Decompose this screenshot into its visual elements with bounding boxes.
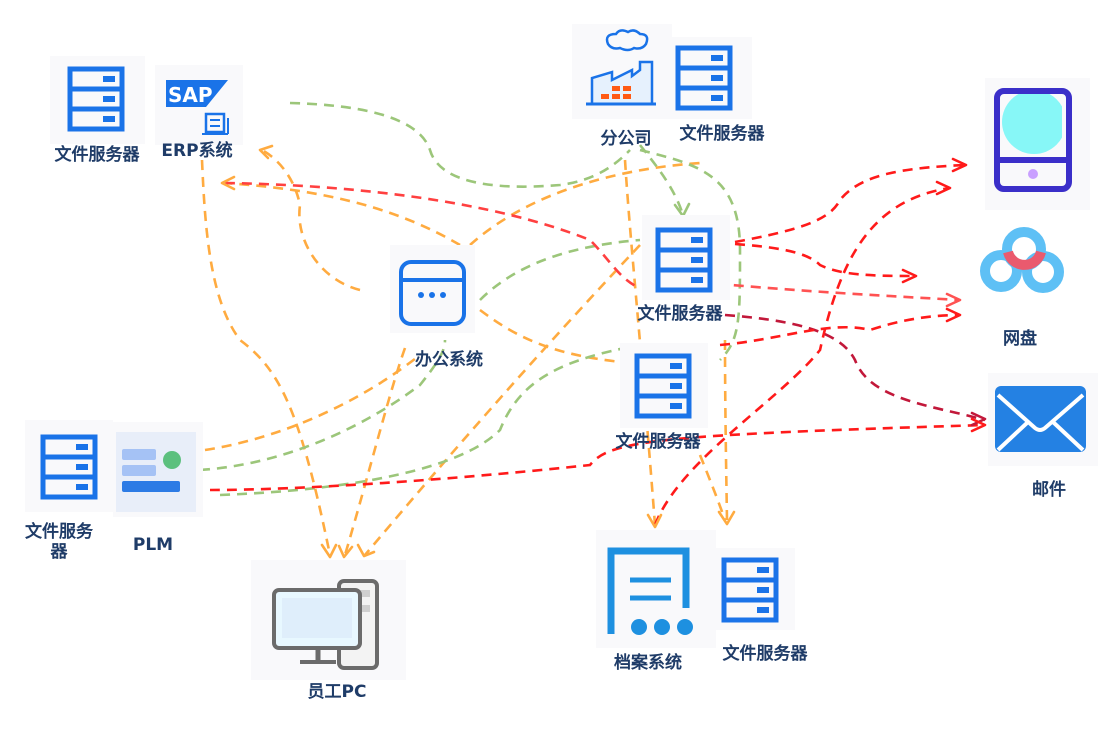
node-pc[interactable] [251, 560, 406, 680]
edge-erp-to-fs1-green [289, 101, 631, 188]
edge-fs1-to-erp-red [224, 181, 641, 290]
archive-icon [607, 547, 693, 635]
tablet-icon [994, 88, 1072, 192]
label-pc: 员工PC [307, 682, 367, 702]
arrowhead-netdisk-1 [901, 268, 918, 284]
edge-office-to-pc [343, 347, 407, 556]
label-file-server-branch: 文件服务器 [679, 124, 765, 144]
node-branch[interactable] [572, 24, 672, 119]
node-plm[interactable] [113, 422, 203, 517]
arrowhead-erp-1 [258, 144, 274, 160]
node-file-server-left[interactable] [25, 420, 113, 512]
arrowhead-erp-2 [220, 175, 236, 191]
node-file-server-archive[interactable] [715, 548, 795, 630]
label-mail: 邮件 [1032, 480, 1066, 500]
desktop-pc-icon [272, 579, 379, 670]
browser-window-icon [399, 260, 466, 326]
arrowhead-mail-1 [970, 411, 987, 427]
sap-logo-text: SAP [168, 83, 213, 107]
label-archive: 档案系统 [614, 653, 682, 673]
arrowheads [220, 144, 987, 559]
label-office: 办公系统 [415, 350, 483, 370]
label-file-server-center1: 文件服务器 [637, 304, 723, 324]
edge-fs2-to-netdisk [719, 313, 961, 347]
edge-plm-to-fs2-green [219, 343, 641, 497]
edge-plm-to-office [204, 353, 421, 452]
edge-fs1-to-erp-orange [224, 181, 461, 247]
arrowhead-pc-1 [320, 543, 338, 559]
edge-branch-to-fs2-green [639, 148, 742, 361]
plm-icon [116, 432, 196, 512]
cloud-disk-icon [980, 227, 1064, 293]
edge-archive-to-tablet [653, 186, 951, 526]
edge-erp-to-pc [200, 159, 332, 556]
label-file-server-archive: 文件服务器 [722, 644, 808, 664]
mail-icon [995, 386, 1086, 452]
arrowhead-pc-2 [337, 544, 354, 559]
label-netdisk: 网盘 [1003, 329, 1037, 349]
node-file-server-branch[interactable] [672, 37, 752, 119]
label-file-server-topleft: 文件服务器 [54, 145, 140, 165]
node-tablet[interactable] [985, 78, 1090, 210]
edge-office-to-branch [469, 161, 701, 246]
label-plm: PLM [132, 535, 174, 555]
edge-branch-to-pc [364, 244, 641, 556]
edge-plm-to-office-green [199, 339, 447, 472]
label-file-server-center2: 文件服务器 [615, 432, 701, 452]
node-erp[interactable]: SAP [155, 65, 243, 145]
edge-branch-to-fs2 [623, 159, 657, 526]
edge-fs1-to-tablet [734, 163, 966, 244]
node-office[interactable] [390, 245, 475, 333]
arrowhead-mail-2 [970, 417, 987, 433]
edge-fs2-to-fsarchive [698, 454, 727, 521]
node-archive[interactable] [596, 530, 716, 648]
sap-icon: SAP [166, 80, 229, 135]
arrowhead-netdisk-2 [945, 292, 962, 308]
factory-icon [586, 29, 656, 106]
arrowhead-archive [646, 513, 663, 529]
edge-fs1-to-netdisk [734, 242, 916, 278]
edge-office-to-erp [261, 148, 361, 292]
edge-fs1-to-fsarchive [723, 339, 729, 521]
node-file-server-center1[interactable] [642, 215, 730, 300]
edge-fs1-to-netdisk-lightred [699, 280, 961, 302]
node-mail[interactable] [988, 373, 1098, 466]
label-file-server-left: 文件服务 器 [25, 522, 93, 562]
edge-fs1-to-mail-darkred [724, 313, 986, 422]
label-branch: 分公司 [600, 129, 652, 149]
node-netdisk[interactable] [980, 227, 1064, 293]
connections [199, 101, 986, 556]
label-erp: ERP系统 [161, 141, 233, 161]
arrowhead-tablet-1 [951, 157, 968, 173]
node-file-server-center2[interactable] [620, 343, 708, 428]
arrowhead-netdisk-3 [945, 307, 962, 323]
arrowhead-tablet-2 [935, 180, 952, 196]
edge-office-to-fs1-green [479, 238, 641, 301]
arrowhead-fsarchive [717, 510, 736, 526]
node-file-server-topleft[interactable] [50, 56, 145, 144]
edge-plm-to-mail [209, 423, 986, 492]
arrowhead-pc-3 [356, 543, 376, 558]
